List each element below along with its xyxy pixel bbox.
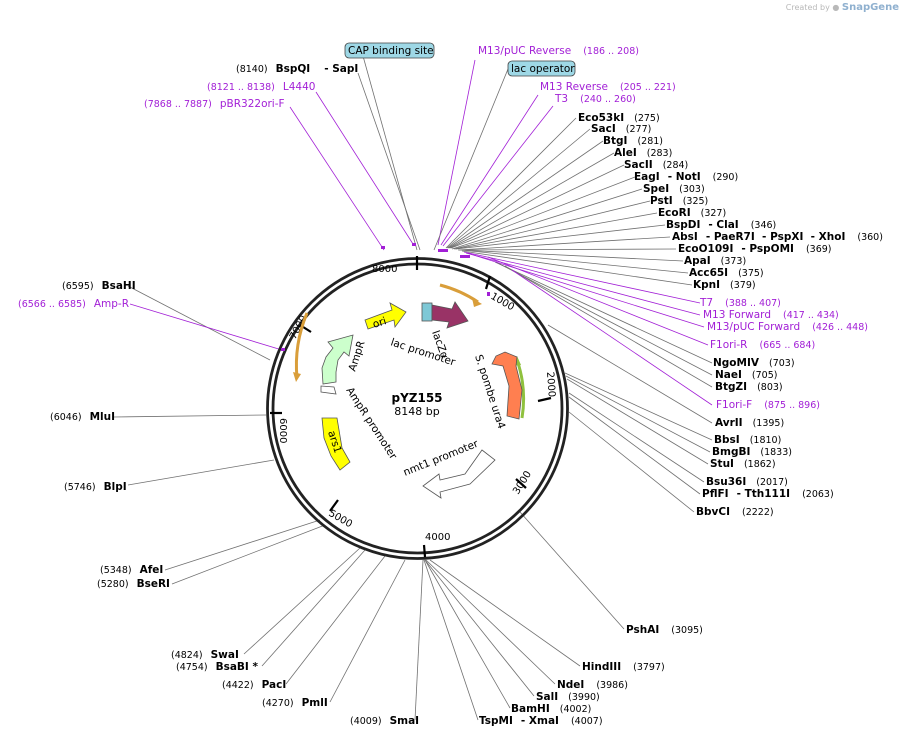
tick-label-8000: 8000 <box>372 264 397 275</box>
enzyme-bspqi: (8140)BspQI- SapI <box>236 63 358 75</box>
enzyme-apai: ApaI(373) <box>684 255 746 267</box>
enzyme-beseri: (5280)BseRI <box>97 578 170 590</box>
enzyme-afei: (5348)AfeI <box>100 564 163 576</box>
enzyme-paci: (4422)PacI <box>222 679 286 691</box>
enzyme-sali: SalI(3990) <box>536 691 600 703</box>
tick-label-5000: 5000 <box>327 508 355 530</box>
enzyme-swai: (4824)SwaI <box>171 649 239 661</box>
primer-amp-r: (6566 .. 6585)Amp-R <box>18 298 129 310</box>
primer-labels: M13/pUC Reverse(186 .. 208) M13 Reverse(… <box>18 45 868 411</box>
lac-operator-label: lac operator <box>511 63 575 75</box>
enzyme-acc65i: Acc65I(375) <box>689 267 764 279</box>
enzyme-psti: PstI(325) <box>650 195 708 207</box>
feature-ori <box>364 302 407 330</box>
feature-label-ori: ori <box>371 315 388 331</box>
enzyme-smai: (4009)SmaI <box>350 715 419 727</box>
primer-t7: T7(388 .. 407) <box>699 297 781 309</box>
boxed-labels: CAP binding site lac operator <box>344 42 576 77</box>
tick-label-6000: 6000 <box>277 418 288 443</box>
enzyme-tspmi: TspMI- XmaI(4007) <box>479 715 603 727</box>
enzyme-ngomiv: NgoMIV(703) <box>713 357 795 369</box>
enzyme-naei: NaeI(705) <box>715 369 777 381</box>
enzyme-leader-lines <box>113 72 713 721</box>
enzyme-bbsi: BbsI(1810) <box>714 434 781 446</box>
feature-nmt1-promoter <box>422 449 496 499</box>
feature-ura4 <box>491 351 523 420</box>
feature-lacz-alpha <box>431 301 469 329</box>
primer-pbr322ori-f: (7868 .. 7887)pBR322ori-F <box>144 98 285 110</box>
enzyme-eagi: EagI- NotI(290) <box>634 171 738 183</box>
enzyme-bamhi: BamHI(4002) <box>511 703 591 715</box>
enzyme-avrii: AvrII(1395) <box>715 417 784 429</box>
plasmid-name: pYZ155 <box>391 391 442 405</box>
enzyme-labels: (8140)BspQI- SapI (6595)BsaHI (6046)MluI… <box>50 63 883 727</box>
primer-f1ori-f: F1ori-F(875 .. 896) <box>716 399 820 411</box>
enzyme-blpi: (5746)BlpI <box>64 481 127 493</box>
enzyme-pflfi: PflFI- Tth111I(2063) <box>702 488 834 500</box>
feature-ampr <box>321 334 354 385</box>
enzyme-pshai: PshAI(3095) <box>626 624 703 636</box>
enzyme-bsu36i: Bsu36I(2017) <box>706 476 788 488</box>
primer-l4440: (8121 .. 8138)L4440 <box>207 81 315 93</box>
enzyme-hindiii: HindIII(3797) <box>582 661 665 673</box>
enzyme-pmli: (4270)PmlI <box>262 697 328 709</box>
enzyme-ndei: NdeI(3986) <box>557 679 628 691</box>
feature-lac-promoter <box>421 302 433 322</box>
enzyme-bmgbi: BmgBI(1833) <box>712 446 792 458</box>
enzyme-kpni: KpnI(379) <box>693 279 756 291</box>
enzyme-stui: StuI(1862) <box>710 458 776 470</box>
enzyme-spei: SpeI(303) <box>643 183 705 195</box>
enzyme-btgzi: BtgZI(803) <box>715 381 783 393</box>
enzyme-alei: AleI(283) <box>614 147 672 159</box>
snapgene-logo-icon: ● <box>832 3 840 12</box>
tick-label-2000: 2000 <box>544 371 557 397</box>
enzyme-mlui: (6046)MluI <box>50 411 115 423</box>
enzyme-bsabi: (4754)BsaBI * <box>176 661 258 673</box>
enzyme-ecori: EcoRI(327) <box>658 207 726 219</box>
enzyme-sacii: SacII(284) <box>624 159 688 171</box>
primer-m13puc-forward: M13/pUC Forward(426 .. 448) <box>707 321 868 333</box>
tick-label-1000: 1000 <box>489 291 517 313</box>
cap-binding-site-label: CAP binding site <box>348 45 434 57</box>
enzyme-eco53ki: Eco53kI(275) <box>578 112 660 124</box>
primer-m13-forward: M13 Forward(417 .. 434) <box>703 309 839 321</box>
enzyme-bsahi: (6595)BsaHI <box>62 280 136 292</box>
enzyme-ecoo109i: EcoO109I- PspOMI(369) <box>678 243 832 255</box>
primer-f1ori-r: F1ori-R(665 .. 684) <box>710 339 815 351</box>
enzyme-saci: SacI(277) <box>591 123 651 135</box>
tick-label-4000: 4000 <box>425 532 450 543</box>
enzyme-btgi: BtgI(281) <box>603 135 663 147</box>
primer-m13-reverse: M13 Reverse(205 .. 221) <box>540 81 676 93</box>
feature-ampr-promoter <box>320 385 337 395</box>
tick-label-3000: 3000 <box>511 469 534 496</box>
enzyme-absi: AbsI- PaeR7I - PspXI - XhoI(360) <box>672 231 883 243</box>
feature-ars1 <box>321 417 351 471</box>
outer-arcs <box>281 243 526 419</box>
snapgene-watermark: Created by ● SnapGene <box>785 2 899 13</box>
primer-t3: T3(240 .. 260) <box>554 93 636 105</box>
enzyme-bspdi: BspDI- ClaI(346) <box>666 219 776 231</box>
primer-m13puc-reverse: M13/pUC Reverse(186 .. 208) <box>478 45 639 57</box>
plasmid-size: 8148 bp <box>394 405 439 418</box>
primer-leader-lines <box>129 55 713 406</box>
enzyme-bbvci: BbvCI(2222) <box>696 506 774 518</box>
